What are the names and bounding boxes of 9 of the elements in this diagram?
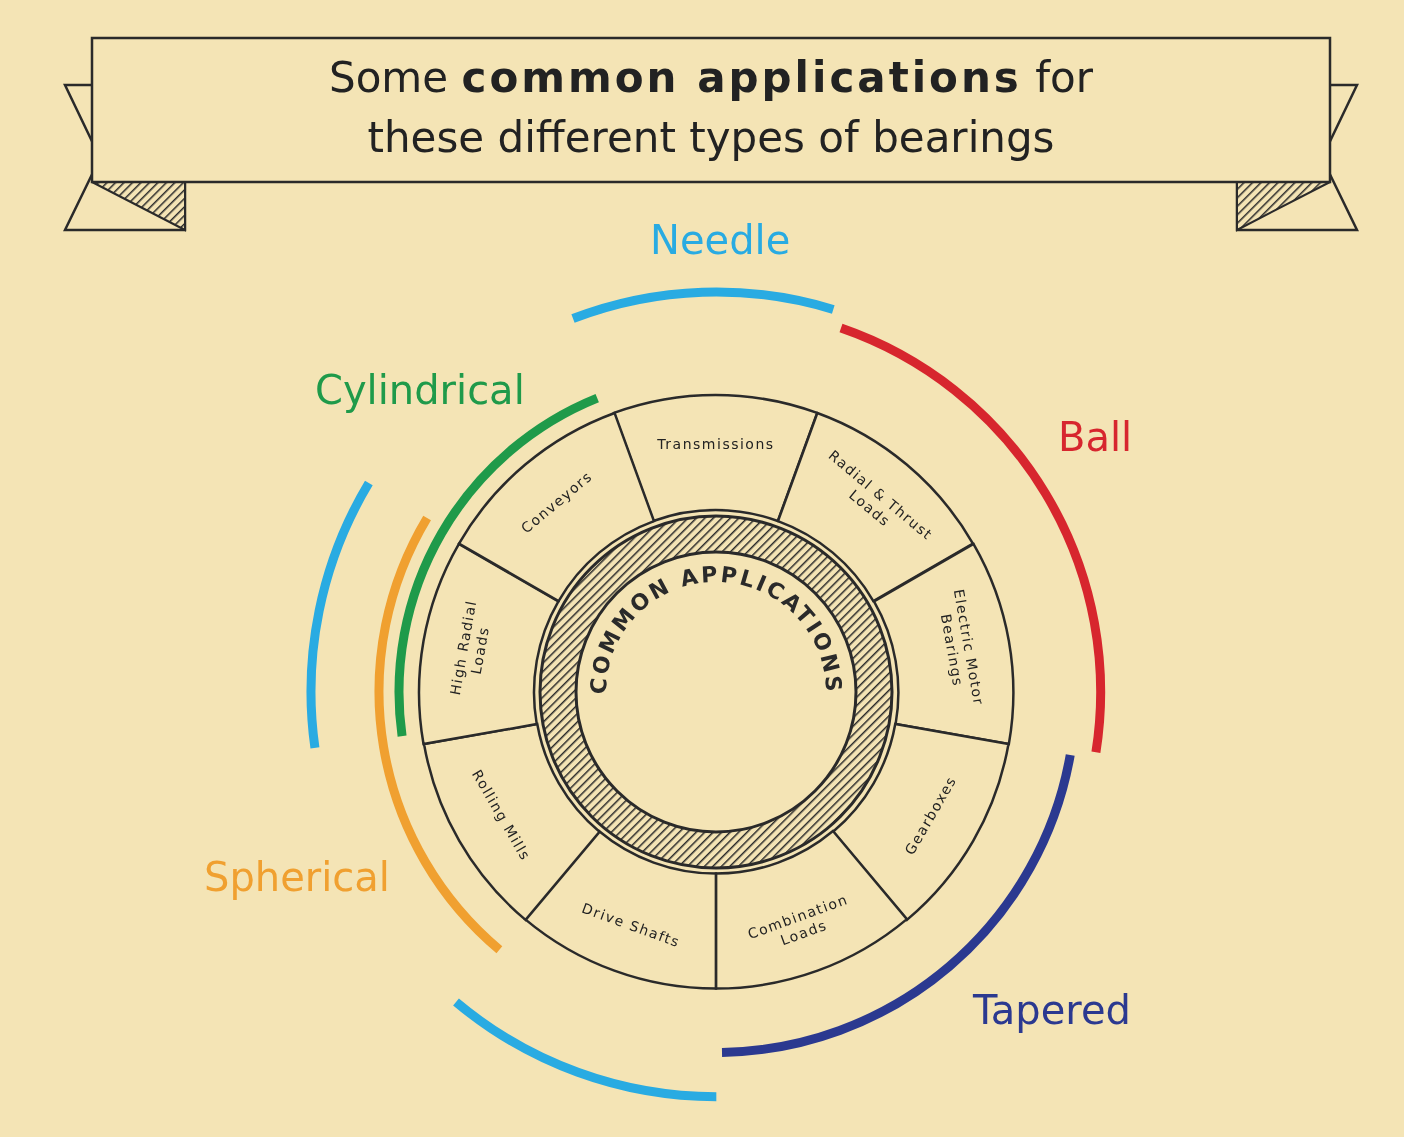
arc-label: Tapered bbox=[973, 987, 1131, 1033]
segment-label: High Radial Loads bbox=[445, 597, 493, 699]
arc-label: Cylindrical bbox=[315, 367, 525, 413]
arc-label: Spherical bbox=[204, 854, 390, 900]
segment-label: Electric Motor Bearings bbox=[937, 586, 989, 709]
arc-label: Ball bbox=[1058, 414, 1133, 460]
segment-label: Transmissions bbox=[656, 435, 776, 453]
title: Some common applications for these different types of bearings bbox=[328, 52, 1094, 164]
arc-label: Needle bbox=[650, 217, 791, 263]
